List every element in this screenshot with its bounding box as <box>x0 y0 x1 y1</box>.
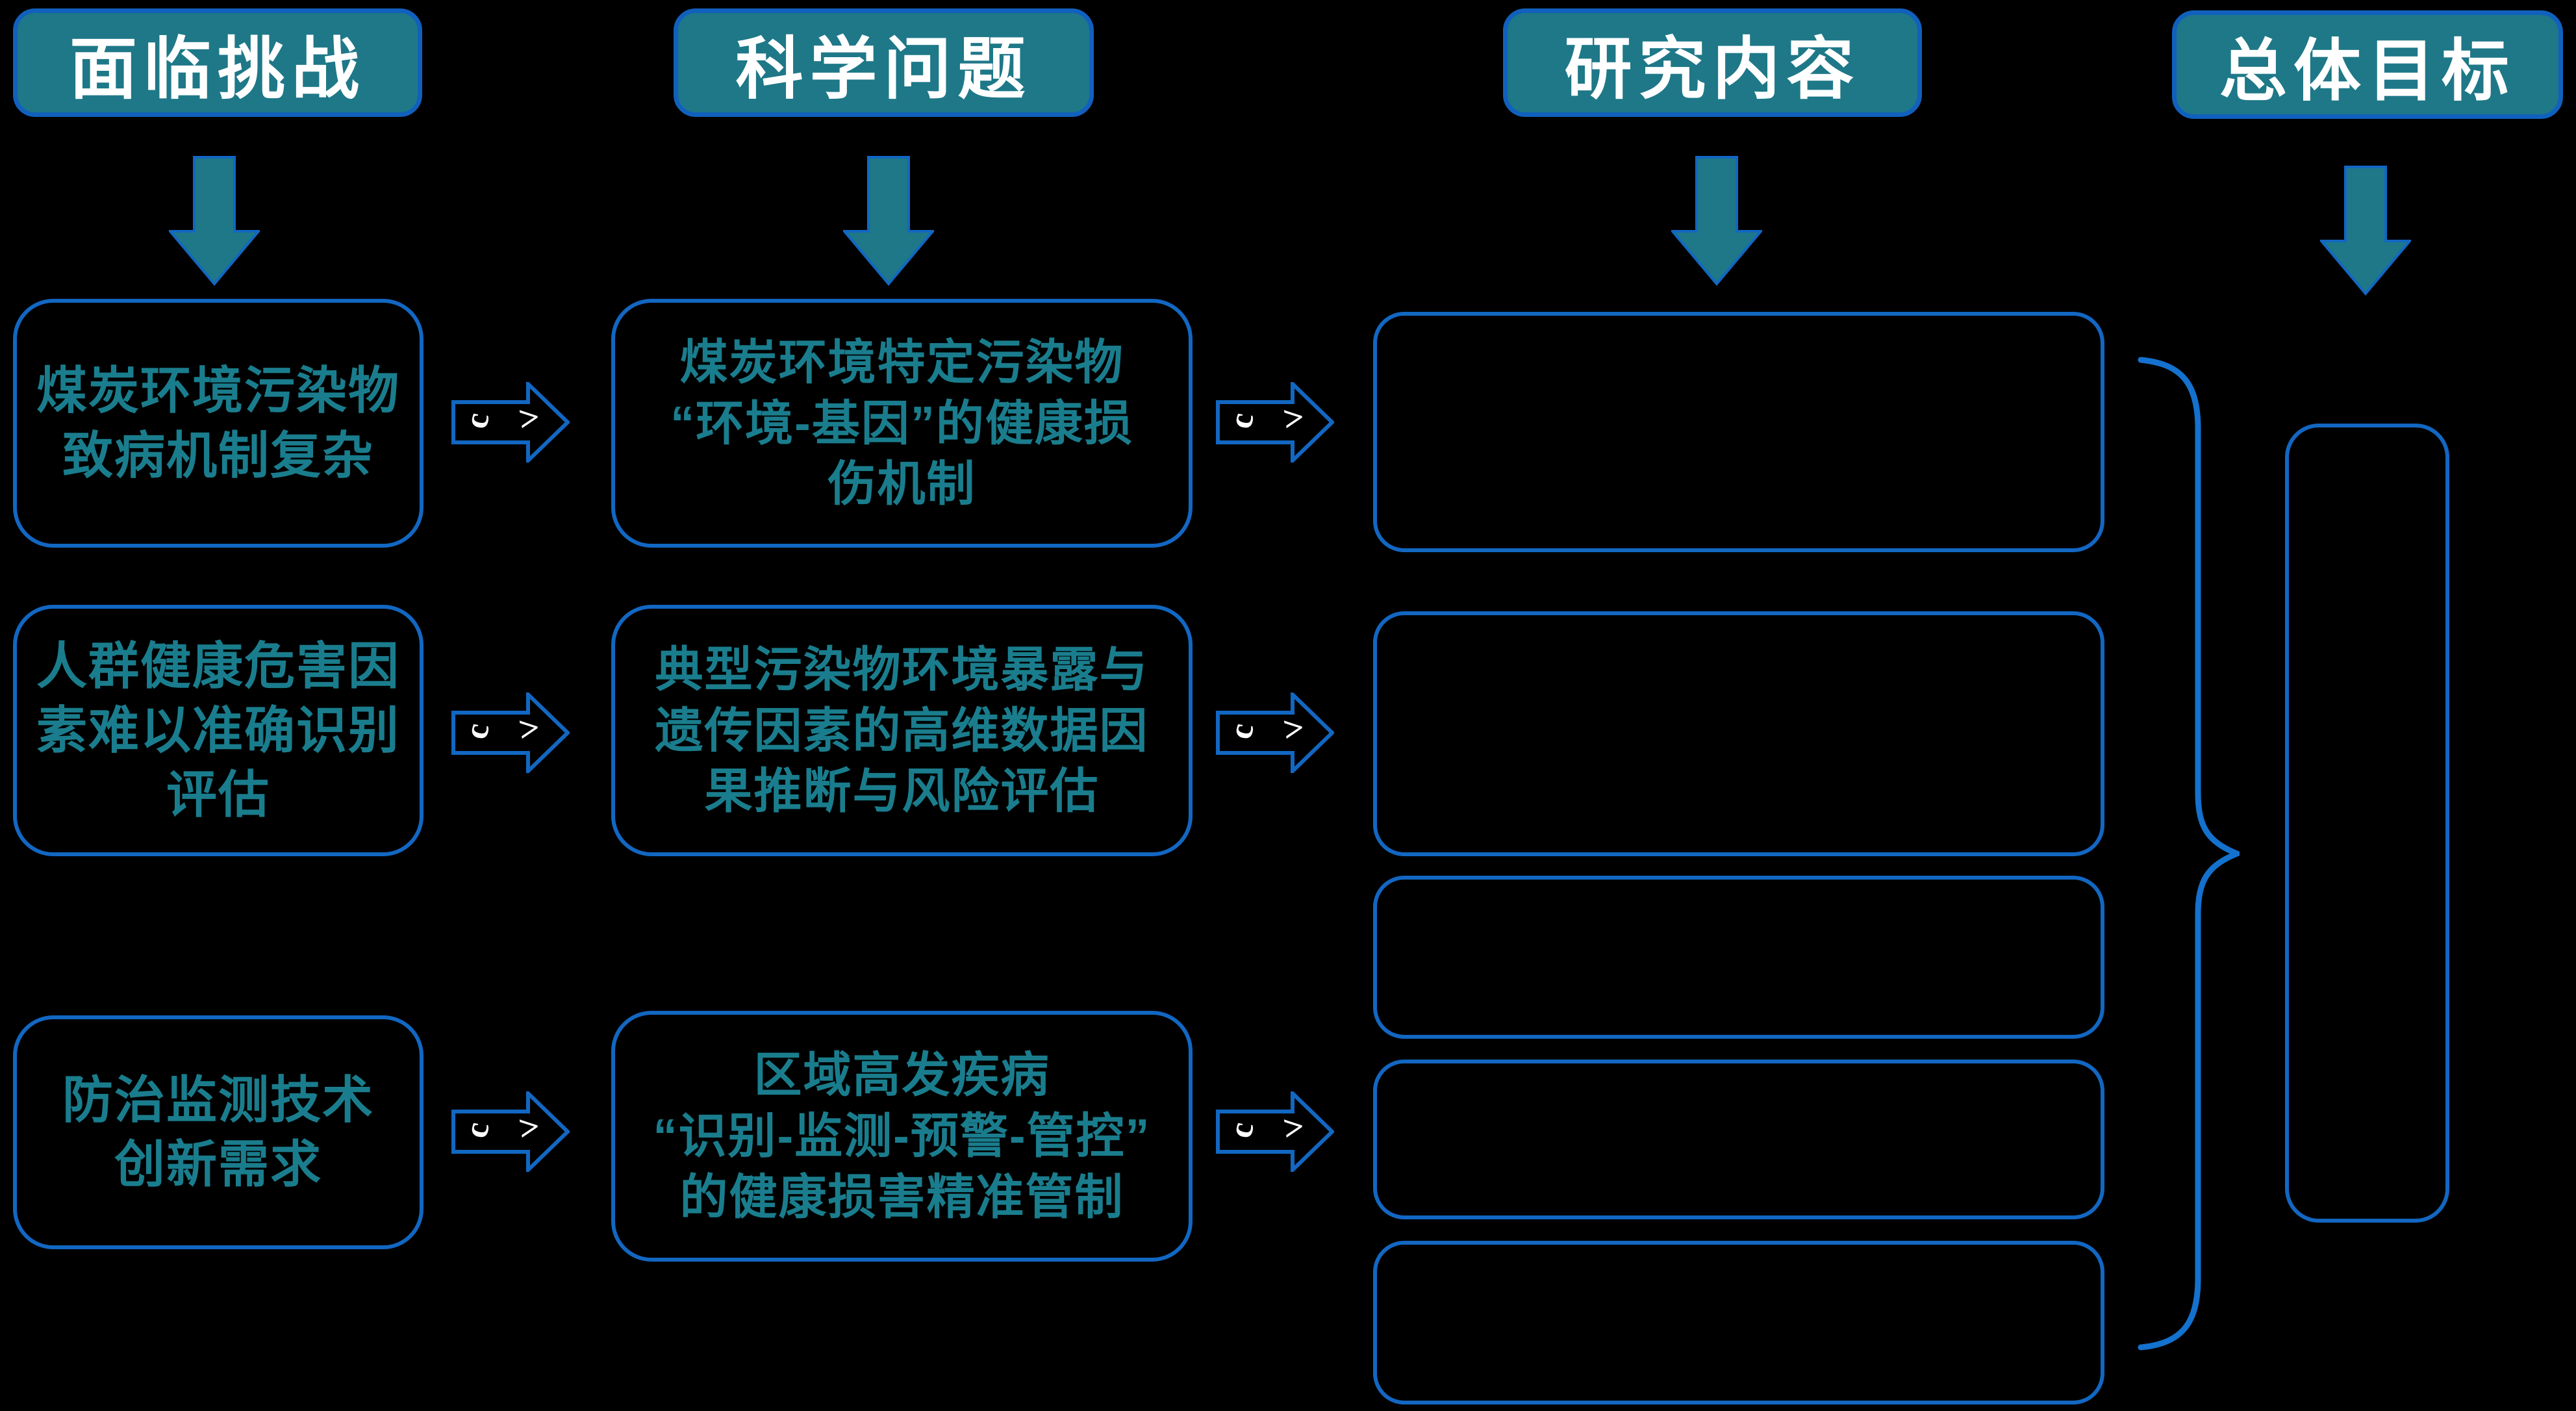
down-arrow-icon <box>169 156 260 286</box>
research-content-box-4 <box>1373 1060 2104 1219</box>
right-arrow-icon: c > <box>1216 693 1334 773</box>
curly-brace <box>2138 357 2240 1351</box>
right-arrow-icon: c > <box>1216 1091 1334 1172</box>
box-text-line: 煤炭环境污染物 <box>36 362 400 420</box>
box-text-line: 遗传因素的高维数据因 <box>655 703 1149 757</box>
down-arrow-icon <box>1671 156 1762 286</box>
research-content-box-3 <box>1373 876 2104 1039</box>
overall-goal-box <box>2285 424 2449 1223</box>
box-text-line: 创新需求 <box>114 1136 322 1193</box>
box-text-line: 评估 <box>166 766 270 824</box>
box-text-line: 区域高发疾病 <box>753 1048 1050 1102</box>
right-arrow-icon: c > <box>451 1091 570 1172</box>
header-research-content: 研究内容 <box>1503 8 1922 117</box>
research-content-box-5 <box>1373 1241 2104 1405</box>
box-text-line: 典型污染物环境暴露与 <box>655 642 1149 696</box>
box-text-line: 人群健康危害因 <box>36 637 400 694</box>
box-text-line: “环境-基因”的健康损 <box>670 396 1133 450</box>
challenge-box-2: 人群健康危害因 素难以准确识别 评估 <box>13 605 423 856</box>
header-overall-goal: 总体目标 <box>2172 10 2563 119</box>
header-challenges: 面临挑战 <box>13 8 422 117</box>
challenge-box-3: 防治监测技术 创新需求 <box>13 1015 423 1249</box>
box-text-line: 的健康损害精准管制 <box>679 1169 1124 1224</box>
box-text-line: 致病机制复杂 <box>62 426 374 484</box>
box-text-line: 煤炭环境特定污染物 <box>679 335 1124 389</box>
box-text-line: “识别-监测-预警-管控” <box>653 1109 1151 1163</box>
research-content-box-1 <box>1373 312 2104 552</box>
question-box-2: 典型污染物环境暴露与 遗传因素的高维数据因 果推断与风险评估 <box>611 605 1193 856</box>
challenge-box-1: 煤炭环境污染物 致病机制复杂 <box>13 299 423 548</box>
research-content-box-2 <box>1373 611 2104 856</box>
box-text-line: 素难以准确识别 <box>36 701 400 759</box>
box-text-line: 果推断与风险评估 <box>704 764 1100 819</box>
right-arrow-icon: c > <box>451 382 570 463</box>
right-arrow-icon: c > <box>1216 382 1334 463</box>
down-arrow-icon <box>843 156 934 286</box>
box-text-line: 防治监测技术 <box>62 1071 374 1128</box>
header-scientific-questions: 科学问题 <box>674 8 1094 117</box>
down-arrow-icon <box>2320 166 2411 296</box>
question-box-1: 煤炭环境特定污染物 “环境-基因”的健康损 伤机制 <box>611 299 1193 548</box>
right-arrow-icon: c > <box>451 693 570 773</box>
box-text-line: 伤机制 <box>827 457 976 511</box>
question-box-3: 区域高发疾病 “识别-监测-预警-管控” 的健康损害精准管制 <box>611 1011 1193 1262</box>
